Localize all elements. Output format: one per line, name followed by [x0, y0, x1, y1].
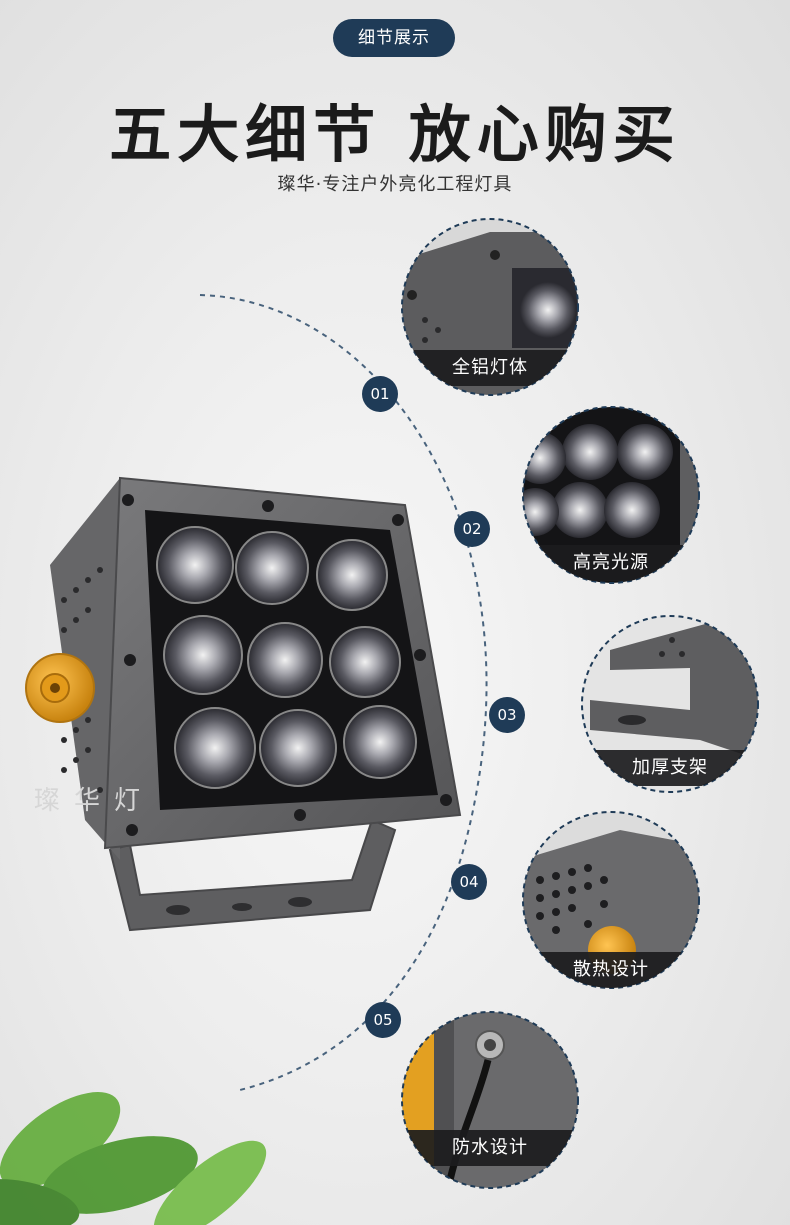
- detail-label-1: 全铝灯体: [452, 357, 528, 378]
- detail-label-5: 防水设计: [452, 1137, 528, 1158]
- detail-label-2: 高亮光源: [573, 552, 649, 573]
- detail-number-01: 01: [362, 376, 398, 412]
- detail-number-05: 05: [365, 1002, 401, 1038]
- detail-number-04: 04: [451, 864, 487, 900]
- detail-number-03: 03: [489, 697, 525, 733]
- brand-subtitle: 璨华·专注户外亮化工程灯具: [277, 174, 513, 195]
- detail-label-4: 散热设计: [573, 959, 649, 980]
- flood-light-product: [25, 476, 462, 932]
- leaf-decoration: [0, 1092, 267, 1225]
- detail-number-02: 02: [454, 511, 490, 547]
- page-title: 五大细节 放心购买: [109, 98, 681, 171]
- watermark-text: 璨华灯: [34, 786, 155, 816]
- section-pill: 细节展示: [333, 19, 455, 57]
- detail-label-3: 加厚支架: [632, 757, 708, 778]
- dashed-arc: [199, 294, 488, 1091]
- cable-gland-knob: [25, 653, 95, 723]
- detail-image-4: [523, 812, 699, 988]
- led-lens-grid: [156, 526, 417, 789]
